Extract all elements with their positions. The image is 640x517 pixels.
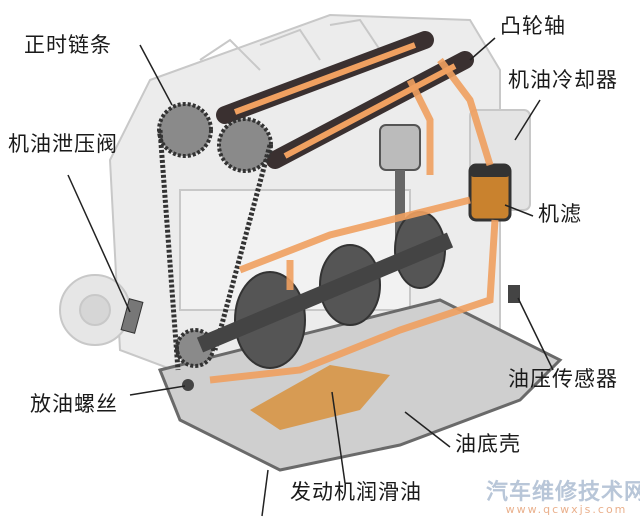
engine-block (59, 13, 531, 382)
oil-pool (250, 365, 390, 430)
label-pressure-sensor: 油压传感器 (508, 367, 618, 391)
timing-gears (157, 102, 273, 368)
label-oil-pan: 油底壳 (455, 432, 521, 456)
label-oil-cooler: 机油冷却器 (508, 68, 618, 92)
watermark: 汽车维修技术网 www.qcwxjs.com (486, 481, 640, 516)
pressure-sensor (508, 285, 520, 303)
piston (379, 124, 421, 171)
label-engine-oil: 发动机润滑油 (290, 480, 422, 504)
crankshaft (196, 211, 454, 369)
camshafts (216, 31, 474, 169)
drain-plug (182, 379, 194, 391)
leader-lines (67, 37, 554, 517)
label-timing-chain: 正时链条 (24, 33, 112, 57)
label-camshaft: 凸轮轴 (500, 14, 566, 38)
label-oil-filter: 机滤 (538, 202, 582, 226)
watermark-name: 汽车维修技术网 (486, 480, 640, 505)
label-relief-valve: 机油泄压阀 (8, 132, 118, 156)
oil-flow-arrows (209, 57, 499, 384)
relief-valve (120, 298, 144, 334)
label-drain-plug: 放油螺丝 (30, 392, 118, 416)
watermark-url: www.qcwxjs.com (505, 503, 628, 516)
timing-chain (157, 129, 273, 371)
